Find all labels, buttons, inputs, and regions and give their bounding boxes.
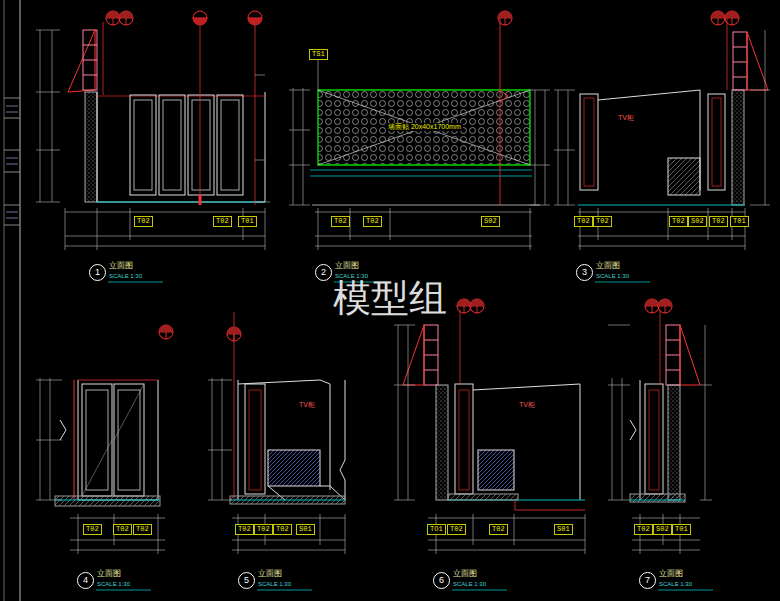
drawing-label: SCALE 1:30 — [97, 581, 130, 588]
tag-code: S02 — [656, 525, 669, 533]
material-tag: T02 — [709, 216, 728, 227]
tag-code: T02 — [276, 525, 289, 533]
tag-code: T02 — [334, 217, 347, 225]
view-number-circle: 3 — [576, 264, 593, 281]
material-tag: T02 — [133, 524, 152, 535]
material-tag: T02 — [489, 524, 508, 535]
drawing-label: TV柜 — [297, 401, 317, 409]
tag-code: T02 — [492, 525, 505, 533]
tag-code: T02 — [450, 525, 463, 533]
material-tag: T02 — [83, 524, 102, 535]
drawing-label: SCALE 1:30 — [596, 273, 629, 280]
drawing-label: 立面图 — [659, 569, 683, 578]
drawing-label: 立面图 — [109, 261, 133, 270]
tag-code: T01 — [675, 525, 688, 533]
drawing-label: 墙面贴 20x40x1700mm — [386, 123, 463, 131]
tag-code: S01 — [557, 525, 570, 533]
tag-code: T02 — [86, 525, 99, 533]
tag-code: T02 — [672, 217, 685, 225]
drawing-label: SCALE 1:30 — [659, 581, 692, 588]
drawing-label: TV柜 — [517, 401, 537, 409]
tag-code: T02 — [637, 525, 650, 533]
material-tag: TS1 — [309, 49, 328, 60]
tag-code: T02 — [577, 217, 590, 225]
material-tag: T02 — [235, 524, 254, 535]
material-tag: T01 — [238, 216, 257, 227]
drawing-label: 立面图 — [97, 569, 121, 578]
callout-number: 7 — [645, 575, 650, 585]
callout-number: 3 — [582, 267, 587, 277]
tag-code: T01 — [733, 217, 746, 225]
tag-code: TS1 — [312, 50, 325, 58]
drawing-label: SCALE 1:30 — [453, 581, 486, 588]
material-tag: S02 — [688, 216, 707, 227]
drawing-label: 立面图 — [335, 261, 359, 270]
drawing-label: 立面图 — [258, 569, 282, 578]
callout-number: 6 — [439, 575, 444, 585]
material-tag: T02 — [447, 524, 466, 535]
drawing-label: SCALE 1:30 — [109, 273, 142, 280]
material-tag: T01 — [672, 524, 691, 535]
callout-number: 2 — [321, 267, 326, 277]
tag-code: T02 — [136, 525, 149, 533]
tag-code: T02 — [712, 217, 725, 225]
tag-code: T02 — [137, 217, 150, 225]
drawing-label: 立面图 — [596, 261, 620, 270]
tag-code: TO1 — [430, 525, 443, 533]
material-tag: T02 — [273, 524, 292, 535]
material-tag: S01 — [554, 524, 573, 535]
tag-code: S02 — [691, 217, 704, 225]
tag-code: T01 — [241, 217, 254, 225]
callout-number: 4 — [83, 575, 88, 585]
material-tag: T02 — [113, 524, 132, 535]
view-number-circle: 2 — [315, 264, 332, 281]
view-number-circle: 1 — [89, 264, 106, 281]
material-tag: S01 — [296, 524, 315, 535]
drawing-label: 立面图 — [453, 569, 477, 578]
watermark: 模型组 — [333, 277, 447, 321]
material-tag: T02 — [669, 216, 688, 227]
callout-number: 5 — [244, 575, 249, 585]
material-tag: T02 — [134, 216, 153, 227]
material-tag: S02 — [481, 216, 500, 227]
material-tag: T02 — [331, 216, 350, 227]
view-number-circle: 4 — [77, 572, 94, 589]
material-tag: T01 — [730, 216, 749, 227]
callout-number: 1 — [95, 267, 100, 277]
material-tag: T02 — [574, 216, 593, 227]
tag-code: T02 — [116, 525, 129, 533]
drawing-label: TV柜 — [616, 114, 636, 122]
view-number-circle: 6 — [433, 572, 450, 589]
drawing-label: SCALE 1:30 — [258, 581, 291, 588]
material-tag: T02 — [593, 216, 612, 227]
tag-code: T02 — [596, 217, 609, 225]
material-tag: S02 — [653, 524, 672, 535]
tag-code: T02 — [216, 217, 229, 225]
material-tag: TO1 — [427, 524, 446, 535]
material-tag: T02 — [634, 524, 653, 535]
tag-code: T02 — [238, 525, 251, 533]
tag-code: S01 — [299, 525, 312, 533]
tag-code: T02 — [257, 525, 270, 533]
tag-code: T02 — [366, 217, 379, 225]
material-tag: T02 — [213, 216, 232, 227]
view-number-circle: 5 — [238, 572, 255, 589]
material-tag: T02 — [363, 216, 382, 227]
material-tag: T02 — [254, 524, 273, 535]
view-number-circle: 7 — [639, 572, 656, 589]
tag-code: S02 — [484, 217, 497, 225]
